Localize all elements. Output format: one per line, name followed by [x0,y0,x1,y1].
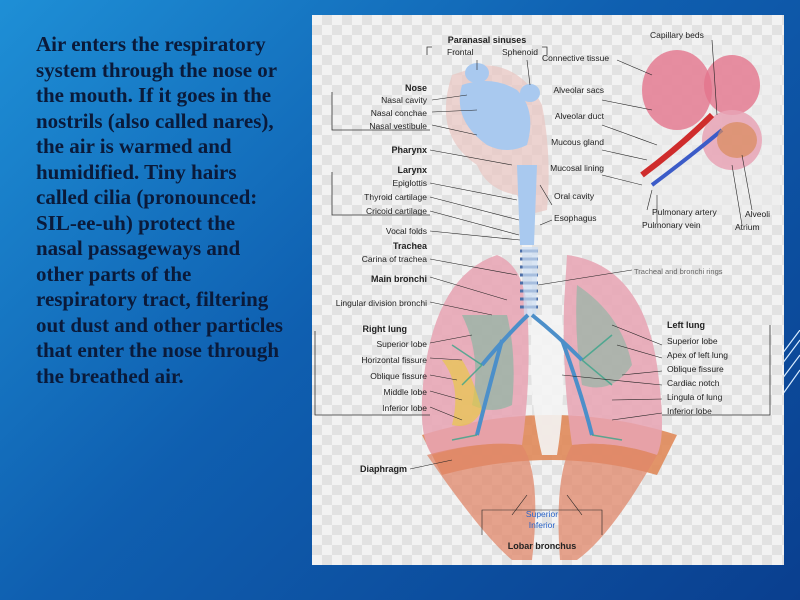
label-capillary-beds: Capillary beds [650,30,704,40]
label-middle-lobe: Middle lobe [383,387,427,397]
label-nasal-cavity: Nasal cavity [381,95,427,105]
label-vocal-folds: Vocal folds [385,226,427,236]
body-paragraph: Air enters the respiratory system throug… [36,32,283,388]
label-mucous-gland: Mucous gland [551,137,604,147]
label-superior: Superior [525,509,559,519]
label-alveolar-duct: Alveolar duct [554,111,604,121]
label-cricoid-cartilage: Cricoid cartilage [366,206,427,216]
label-frontal: Frontal [447,47,474,57]
label-carina: Carina of trachea [361,254,427,264]
label-nose: Nose [404,83,427,93]
label-diaphragm: Diaphragm [359,464,407,474]
anatomy-illustration [314,39,780,560]
label-inferior: Inferior [528,520,556,530]
label-pharynx: Pharynx [391,145,427,155]
label-larynx: Larynx [397,165,427,175]
label-cardiac-notch: Cardiac notch [667,378,720,388]
label-right-oblique-fissure: Oblique fissure [370,371,427,381]
label-horizontal-fissure: Horizontal fissure [361,355,427,365]
label-thyroid-cartilage: Thyroid cartilage [364,192,427,202]
label-left-inferior-lobe: Inferior lobe [667,406,712,416]
label-right-lung: Right lung [362,324,408,334]
label-connective-tissue: Connective tissue [542,53,610,63]
label-oral-cavity: Oral cavity [554,191,595,201]
label-esophagus: Esophagus [554,213,597,223]
label-right-superior-lobe: Superior lobe [376,339,427,349]
label-nasal-vestibule: Nasal vestibule [369,121,427,131]
label-right-inferior-lobe: Inferior lobe [382,403,427,413]
label-pulmonary-vein: Pulmonary vein [642,220,701,230]
respiratory-diagram: Paranasal sinuses Frontal Sphenoid Nose … [312,15,784,565]
label-tracheal-rings: Tracheal and bronchi rings [634,267,723,276]
label-alveoli: Alveoli [745,209,771,219]
label-mucosal-lining: Mucosal lining [550,163,604,173]
label-trachea: Trachea [392,241,427,251]
label-paranasal-sinuses: Paranasal sinuses [447,35,527,45]
label-pulmonary-artery: Pulmonary artery [652,207,717,217]
label-epiglottis: Epiglottis [392,178,428,188]
label-lingular-bronchi: Lingular division bronchi [335,298,427,308]
label-lingula: Lingula of lung [667,392,723,402]
label-left-oblique-fissure: Oblique fissure [667,364,724,374]
label-sphenoid: Sphenoid [502,47,538,57]
label-lobar-bronchus: Lobar bronchus [507,541,577,551]
label-left-lung: Left lung [667,320,705,330]
label-main-bronchi: Main bronchi [371,274,427,284]
label-alveolar-sacs: Alveolar sacs [553,85,604,95]
label-nasal-conchae: Nasal conchae [370,108,427,118]
label-left-superior-lobe: Superior lobe [667,336,718,346]
label-apex-left-lung: Apex of left lung [667,350,728,360]
label-atrium: Atrium [735,222,760,232]
